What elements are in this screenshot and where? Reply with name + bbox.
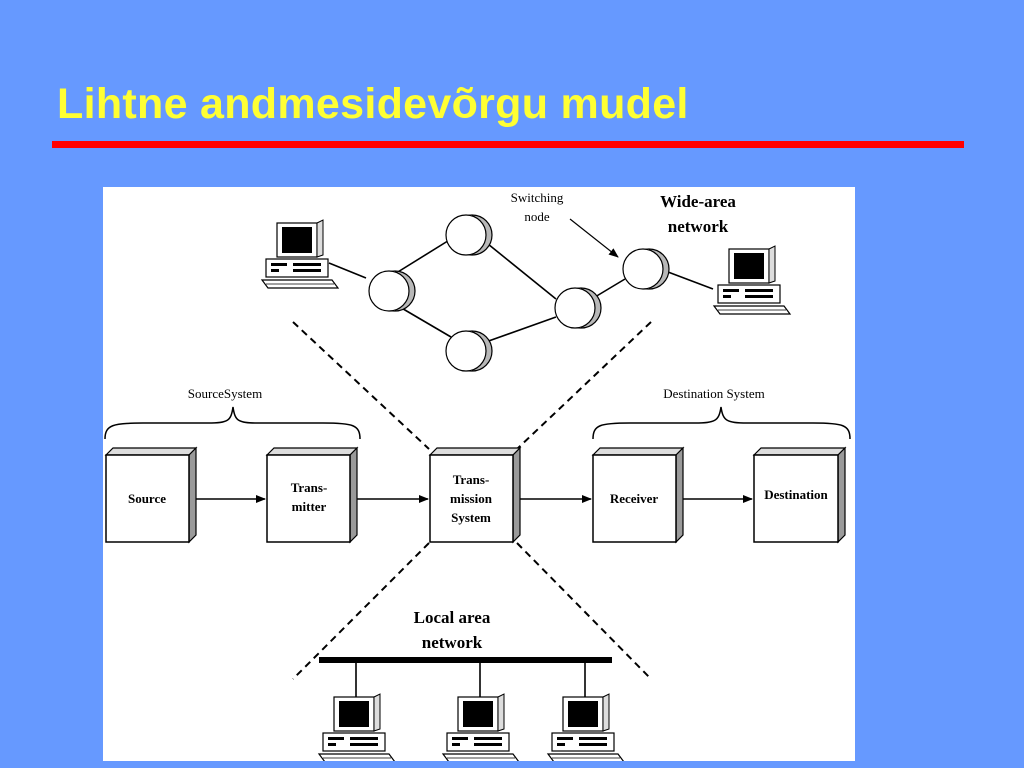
expansion-dashed-lines <box>292 321 652 680</box>
transmission-label-line3: System <box>451 510 491 525</box>
switching-node-5 <box>622 248 670 290</box>
transmitter-label-line2: mitter <box>292 499 327 514</box>
transmitter-block: Trans- mitter <box>265 446 359 544</box>
switching-node-2 <box>445 214 493 256</box>
transmission-label-line1: Trans- <box>453 472 490 487</box>
wan-label-line1: Wide-area <box>660 192 736 211</box>
switching-node-label-line1: Switching <box>511 190 564 205</box>
switching-node-3 <box>445 330 493 372</box>
destination-block: Destination <box>752 446 847 544</box>
transmission-label-line2: mission <box>450 491 493 506</box>
lan-computer-2 <box>442 693 520 761</box>
transmission-system-block: Trans- mission System <box>428 446 522 544</box>
wan-computer-right <box>713 245 791 315</box>
receiver-label: Receiver <box>610 491 659 506</box>
switching-node-label-line2: node <box>524 209 550 224</box>
destination-label: Destination <box>764 487 828 502</box>
source-system-brace <box>104 406 361 440</box>
title-underline <box>52 141 964 148</box>
destination-system-brace <box>592 406 851 440</box>
destination-system-label: Destination System <box>663 386 764 401</box>
source-label: Source <box>128 491 166 506</box>
switching-node-pointer <box>569 218 619 258</box>
network-model-diagram: Switching node Wide-area network SourceS… <box>103 187 855 761</box>
lan-drops <box>355 663 586 697</box>
slide-title: Lihtne andmesidevõrgu mudel <box>57 80 689 128</box>
switching-node-4 <box>554 287 602 329</box>
wan-label-line2: network <box>668 217 729 236</box>
lan-computer-1 <box>318 693 396 761</box>
lan-label-line1: Local area <box>414 608 491 627</box>
wan-computer-left <box>261 219 339 289</box>
receiver-block: Receiver <box>591 446 685 544</box>
source-block: Source <box>104 446 198 544</box>
source-system-label: SourceSystem <box>188 386 262 401</box>
switching-node-1 <box>368 270 416 312</box>
transmitter-label-line1: Trans- <box>291 480 328 495</box>
lan-computer-3 <box>547 693 625 761</box>
lan-label-line2: network <box>422 633 483 652</box>
lan-bus <box>319 657 612 663</box>
